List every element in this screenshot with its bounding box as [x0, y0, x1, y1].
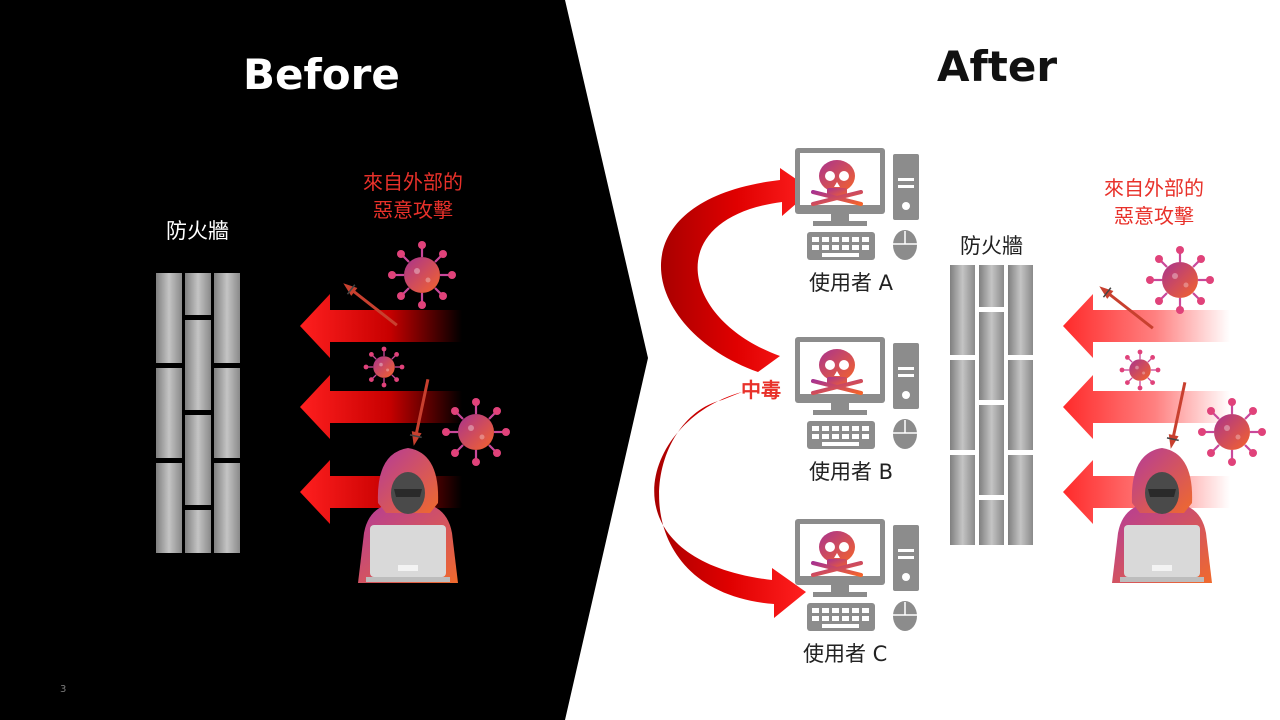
after-attack-label-line1: 來自外部的 [1104, 176, 1204, 200]
virus-icon [362, 345, 406, 389]
after-firewall-label: 防火牆 [960, 234, 1023, 258]
virus-icon [1196, 396, 1268, 468]
before-title: Before [243, 50, 400, 99]
user-c-label: 使用者 C [803, 642, 888, 666]
slide-number: 3 [60, 684, 67, 695]
virus-icon [1118, 348, 1162, 392]
before-attack-label-line1: 來自外部的 [363, 170, 463, 194]
after-title: After [937, 42, 1058, 91]
user-a-label: 使用者 A [809, 271, 894, 295]
before-attack-label-line2: 惡意攻擊 [373, 198, 453, 222]
after-attack-label: 來自外部的 惡意攻擊 [1091, 174, 1217, 230]
before-firewall-label: 防火牆 [166, 219, 229, 243]
firewall-icon [156, 273, 240, 553]
virus-icon [1144, 244, 1216, 316]
computer-icon [794, 336, 920, 450]
virus-icon [440, 396, 512, 468]
firewall-icon [950, 265, 1033, 545]
infected-label: 中毒 [741, 378, 781, 402]
computer-icon [794, 518, 920, 632]
computer-icon [794, 147, 920, 261]
after-attack-label-line2: 惡意攻擊 [1114, 204, 1194, 228]
before-attack-label: 來自外部的 惡意攻擊 [350, 168, 476, 224]
hacker-icon [1112, 448, 1212, 583]
user-b-label: 使用者 B [809, 460, 894, 484]
before-panel [0, 0, 648, 720]
infection-arrow [654, 168, 812, 618]
virus-icon [386, 239, 458, 311]
